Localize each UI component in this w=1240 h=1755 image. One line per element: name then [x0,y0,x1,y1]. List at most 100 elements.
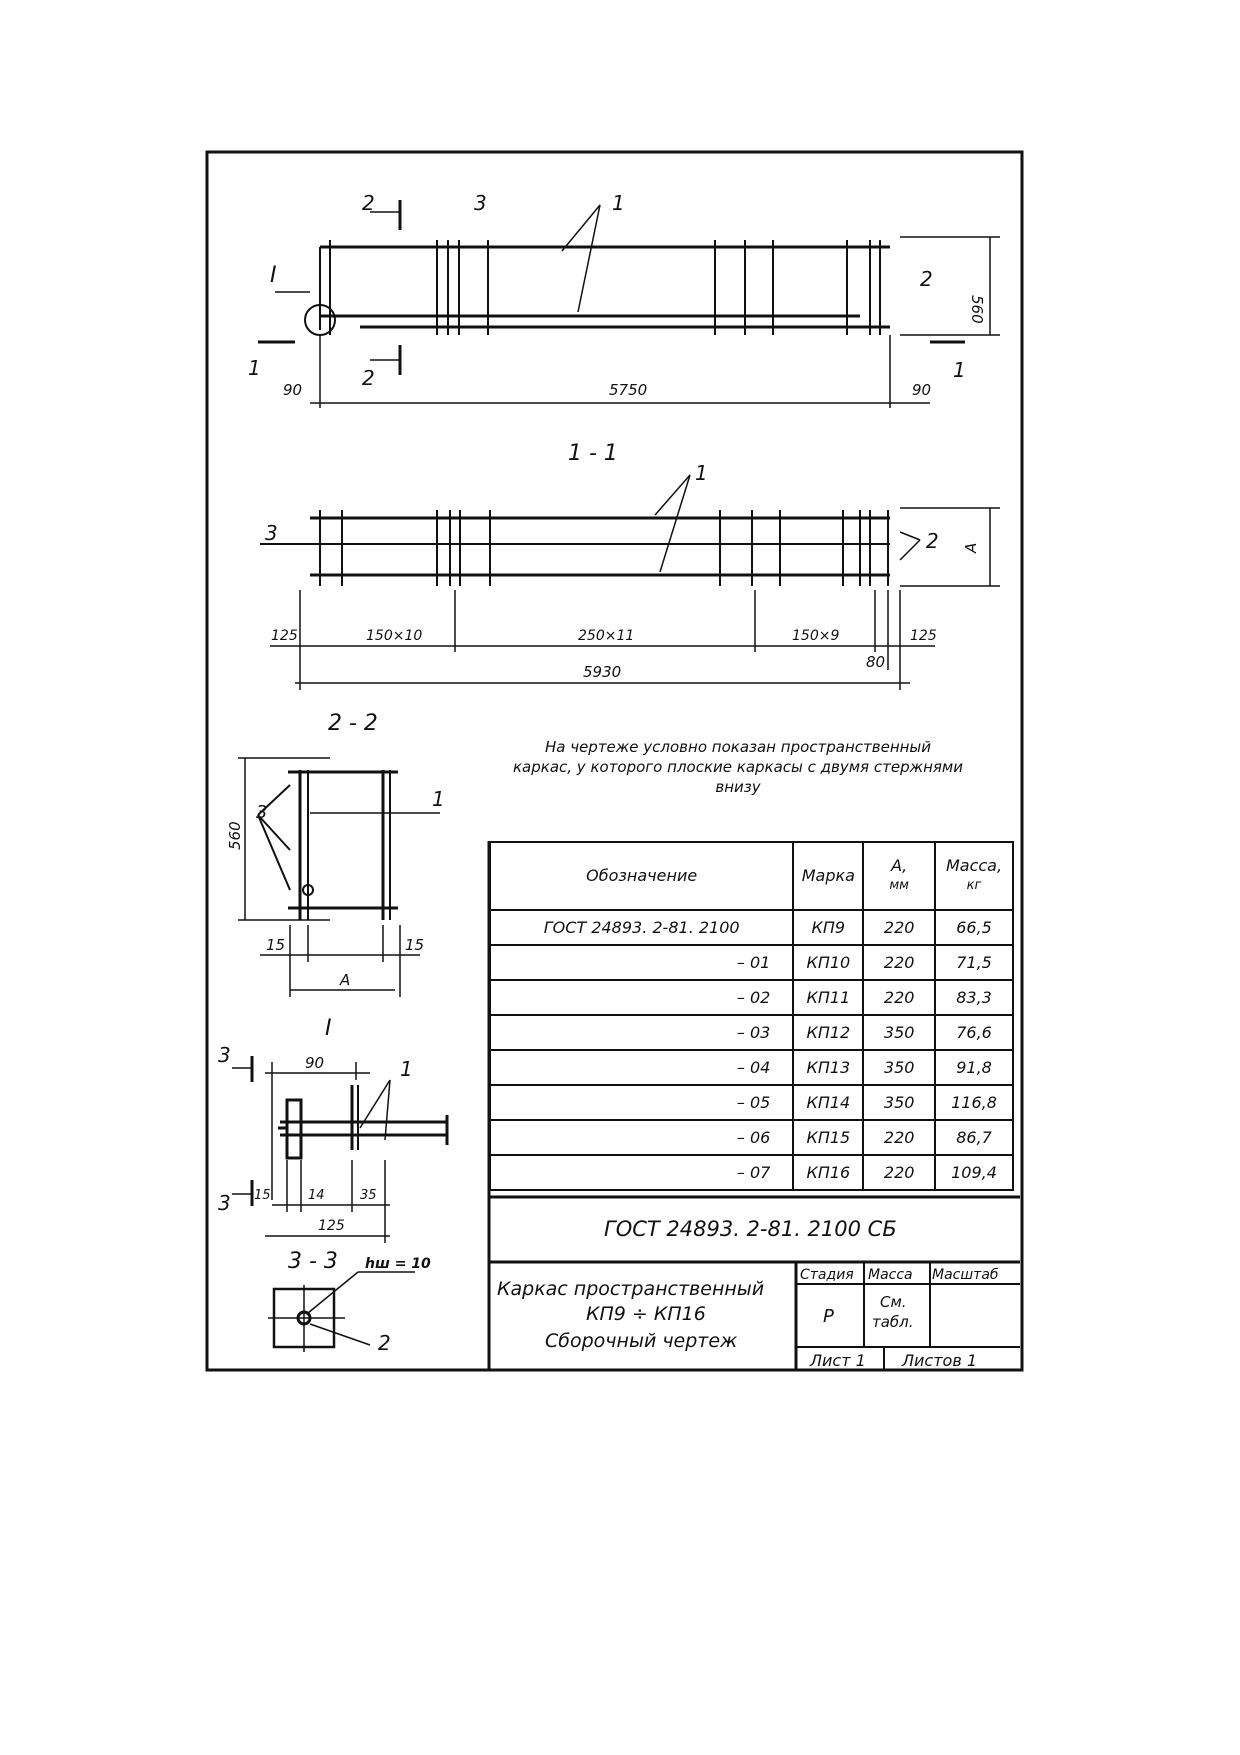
section-2-2-leader-3: 3 [256,802,267,823]
sheet-number: Лист 1 [809,1351,866,1370]
section-2-2-title: 2 - 2 [328,711,378,736]
section-2-2-dim-height: 560 [226,821,244,850]
mass-label: Масса [868,1267,913,1283]
elev-cut-mark-1-right: 1 [953,358,966,382]
section-1-1-view [260,474,1000,690]
elev-cut-mark-2-top: 2 [362,191,375,215]
section-2-2-dim-width: A [339,971,350,989]
section-2-2-leader-1: 1 [432,787,445,811]
row-mark: КП12 [792,1014,865,1051]
row-designation: – 02 [488,979,795,1016]
row-mark: КП14 [792,1084,865,1121]
mass-value-2: табл. [872,1313,914,1331]
table-row: ГОСТ 24893. 2-81. 2100 КП9 220 66,5 [488,909,1014,946]
section-1-1-dim-a: A [962,543,980,554]
drawing-note: На чертеже условно показан пространствен… [488,737,988,797]
table-row: – 07 КП16 220 109,4 [488,1154,1014,1191]
detail-i-dim-14: 14 [308,1188,325,1203]
section-1-1-leader-2: 2 [926,529,939,553]
table-row: – 03 КП12 350 76,6 [488,1014,1014,1051]
row-a: 220 [862,944,937,981]
detail-i-view [232,1056,449,1243]
row-designation: – 03 [488,1014,795,1051]
table-row: – 04 КП13 350 91,8 [488,1049,1014,1086]
detail-i-dim-125: 125 [318,1218,345,1234]
detail-i-title: I [325,1016,332,1041]
section-2-2-dim-right: 15 [405,936,424,954]
note-line-1: На чертеже условно показан пространствен… [544,738,932,756]
row-a: 350 [862,1014,937,1051]
section-3-3-leader-2: 2 [378,1331,391,1355]
detail-i-dim-15: 15 [254,1188,271,1203]
row-mark: КП11 [792,979,865,1016]
row-a: 220 [862,1154,937,1191]
row-designation: – 07 [488,1154,795,1191]
title-name-line-3: Сборочный чертеж [545,1330,737,1352]
elev-dim-right: 90 [912,381,931,399]
stage-value: Р [823,1306,834,1327]
row-mass: 76,6 [934,1014,1014,1051]
header-a-unit: мм [889,878,909,893]
note-line-2: каркас, у которого плоские каркасы с дву… [513,758,963,776]
row-mass: 71,5 [934,944,1014,981]
table-row: – 02 КП11 220 83,3 [488,979,1014,1016]
elev-dim-left: 90 [283,381,302,399]
section-2-2-view [238,757,440,997]
elev-dim-height: 560 [968,295,986,324]
table-row: – 05 КП14 350 116,8 [488,1084,1014,1121]
row-mass: 66,5 [934,909,1014,946]
row-mass: 83,3 [934,979,1014,1016]
elev-leader-2: 2 [920,267,933,291]
section-1-1-dim-80: 80 [866,653,885,671]
header-designation: Обозначение [488,841,795,911]
elev-detail-mark: I [270,263,277,288]
detail-i-cut-mark-top: 3 [218,1043,231,1067]
title-block-lines [487,841,1020,1370]
title-name-line-2: КП9 ÷ КП16 [586,1303,706,1325]
section-1-1-dim-150x9: 150×9 [792,628,839,644]
header-mass: Масса, кг [934,841,1014,911]
section-1-1-dim-125-right: 125 [910,628,937,644]
row-a: 220 [862,1119,937,1156]
row-designation: ГОСТ 24893. 2-81. 2100 [488,909,795,946]
note-line-3: внизу [715,778,761,796]
detail-i-leader-1: 1 [400,1057,413,1081]
elev-cut-mark-2-bottom: 2 [362,366,375,390]
header-mark: Марка [792,841,865,911]
elev-leader-3: 3 [474,191,487,215]
section-1-1-leader-3: 3 [265,521,278,545]
row-a: 220 [862,979,937,1016]
row-designation: – 06 [488,1119,795,1156]
section-1-1-dim-250x11: 250×11 [578,628,634,644]
mass-value-1: См. [880,1293,907,1311]
title-name-line-1: Каркас пространственный [497,1278,764,1300]
spec-header-row: Обозначение Марка А,мм Масса,кг [488,841,1014,911]
header-mass-unit: кг [966,878,982,893]
row-mass: 86,7 [934,1119,1014,1156]
spec-table: Обозначение Марка А,мм Масса,кг ГОСТ 248… [488,841,1014,1191]
sheet-frame [205,150,1024,1372]
section-2-2-dim-left: 15 [266,936,285,954]
elev-leader-1: 1 [612,191,625,215]
header-mass-label: Масса, [945,856,1003,875]
elev-cut-mark-1-left: 1 [248,356,261,380]
row-designation: – 04 [488,1049,795,1086]
scale-label: Масштаб [932,1267,999,1283]
detail-i-dim-35: 35 [360,1188,377,1203]
sheet-count: Листов 1 [901,1351,977,1370]
section-3-3-title: 3 - 3 [288,1249,338,1274]
row-mark: КП15 [792,1119,865,1156]
section-3-3-weld: hш = 10 [365,1256,431,1272]
row-mark: КП13 [792,1049,865,1086]
section-1-1-dim-125-left: 125 [271,628,298,644]
section-1-1-title: 1 - 1 [568,441,618,466]
detail-i-cut-mark-bottom: 3 [218,1191,231,1215]
row-a: 350 [862,1049,937,1086]
table-row: – 06 КП15 220 86,7 [488,1119,1014,1156]
row-mass: 109,4 [934,1154,1014,1191]
section-3-3-view [268,1271,415,1352]
row-mass: 91,8 [934,1049,1014,1086]
row-mark: КП9 [792,909,865,946]
detail-i-dim-90: 90 [305,1054,324,1072]
